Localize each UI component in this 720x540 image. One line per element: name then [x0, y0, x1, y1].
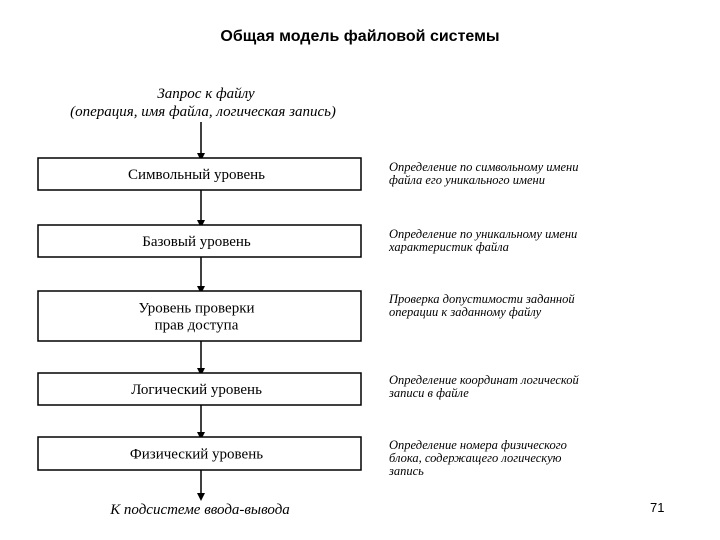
level-2-box [37, 224, 362, 258]
level-1-label: Символьный уровень [128, 167, 265, 183]
level-4-description: записи в файле [388, 386, 469, 400]
level-2-description: характеристик файла [388, 240, 509, 254]
slide-title: Общая модель файловой системы [220, 28, 500, 45]
output-label: К подсистеме ввода-вывода [109, 502, 290, 518]
level-3-label: Уровень проверки [138, 301, 254, 317]
level-1-description: Определение по символьному имени [389, 160, 579, 174]
level-4-box [37, 372, 362, 406]
level-2-description: Определение по уникальному имени [389, 227, 577, 241]
level-1-box [37, 157, 362, 191]
levels-group: Символьный уровень Определение по символь… [37, 122, 580, 501]
request-title: Запрос к файлу [157, 86, 255, 102]
level-2-label: Базовый уровень [142, 234, 251, 250]
level-5-description: Определение номера физического [389, 438, 567, 452]
level-5-description: запись [388, 464, 424, 478]
page-number: 71 [650, 500, 665, 515]
level-5-description: блока, содержащего логическую [389, 451, 562, 465]
level-1-description: файла его уникального имени [389, 173, 545, 187]
level-4-description: Определение координат логической [389, 373, 580, 387]
level-3-description: операции к заданному файлу [389, 305, 542, 319]
level-5-label: Физический уровень [130, 447, 263, 463]
level-3-box [37, 290, 362, 342]
level-3-label: прав доступа [155, 318, 239, 334]
request-details: (операция, имя файла, логическая запись) [70, 104, 336, 120]
level-5-box [37, 436, 362, 471]
level-3-description: Проверка допустимости заданной [388, 292, 575, 306]
level-4-label: Логический уровень [131, 382, 262, 398]
